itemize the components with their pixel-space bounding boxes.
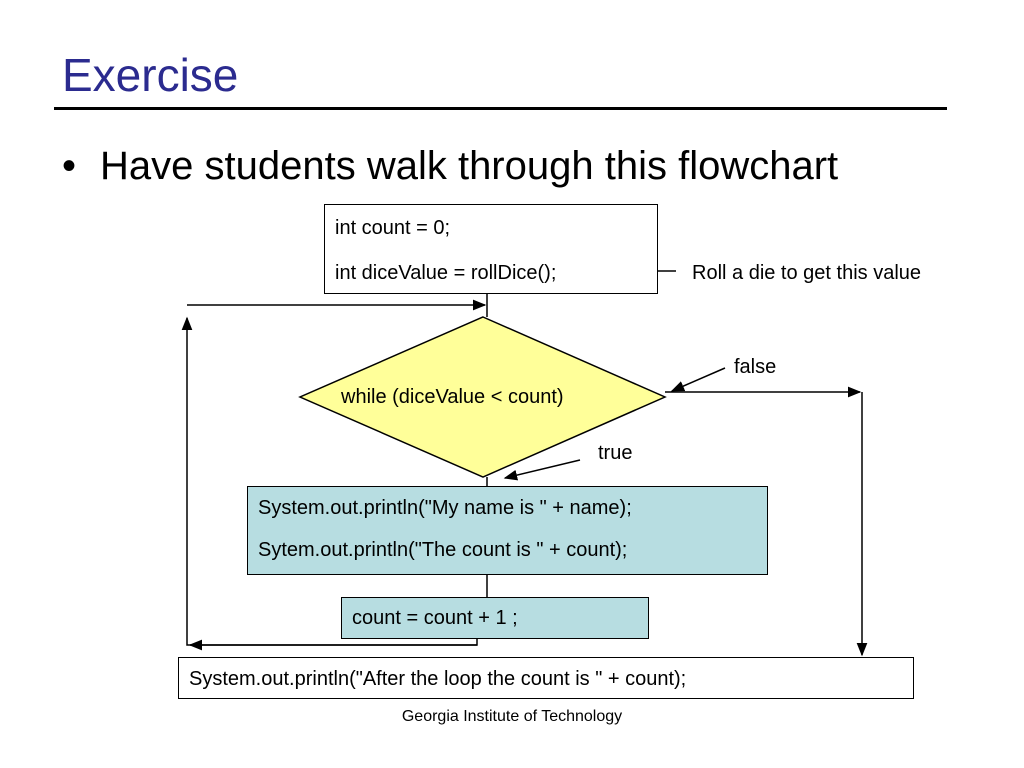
init-note-label: Roll a die to get this value bbox=[692, 262, 922, 284]
increment-box: count = count + 1 ; bbox=[341, 597, 649, 639]
decision-diamond bbox=[298, 316, 667, 478]
title-divider bbox=[54, 107, 947, 110]
true-label-arrow bbox=[503, 459, 581, 481]
footer-text: Georgia Institute of Technology bbox=[401, 708, 623, 725]
body-line-1: System.out.println("My name is " + name)… bbox=[258, 497, 632, 519]
bullet-dot-icon: • bbox=[62, 144, 77, 188]
init-line-2: int diceValue = rollDice(); bbox=[335, 262, 557, 284]
true-label: true bbox=[598, 442, 633, 464]
init-process-box: int count = 0; int diceValue = rollDice(… bbox=[324, 204, 658, 294]
false-label: false bbox=[734, 356, 777, 378]
slide-title: Exercise bbox=[62, 49, 239, 101]
init-line-1: int count = 0; bbox=[335, 217, 451, 239]
after-loop-box: System.out.println("After the loop the c… bbox=[178, 657, 914, 699]
false-label-arrow bbox=[670, 367, 726, 392]
body-line-2: Sytem.out.println("The count is " + coun… bbox=[258, 539, 628, 561]
increment-text: count = count + 1 ; bbox=[352, 607, 518, 629]
bullet-item: • Have students walk through this flowch… bbox=[62, 146, 838, 186]
bullet-text: Have students walk through this flowchar… bbox=[100, 144, 839, 188]
after-loop-text: System.out.println("After the loop the c… bbox=[189, 668, 687, 690]
loop-body-box: System.out.println("My name is " + name)… bbox=[247, 486, 768, 575]
condition-label: while (diceValue < count) bbox=[341, 386, 564, 408]
